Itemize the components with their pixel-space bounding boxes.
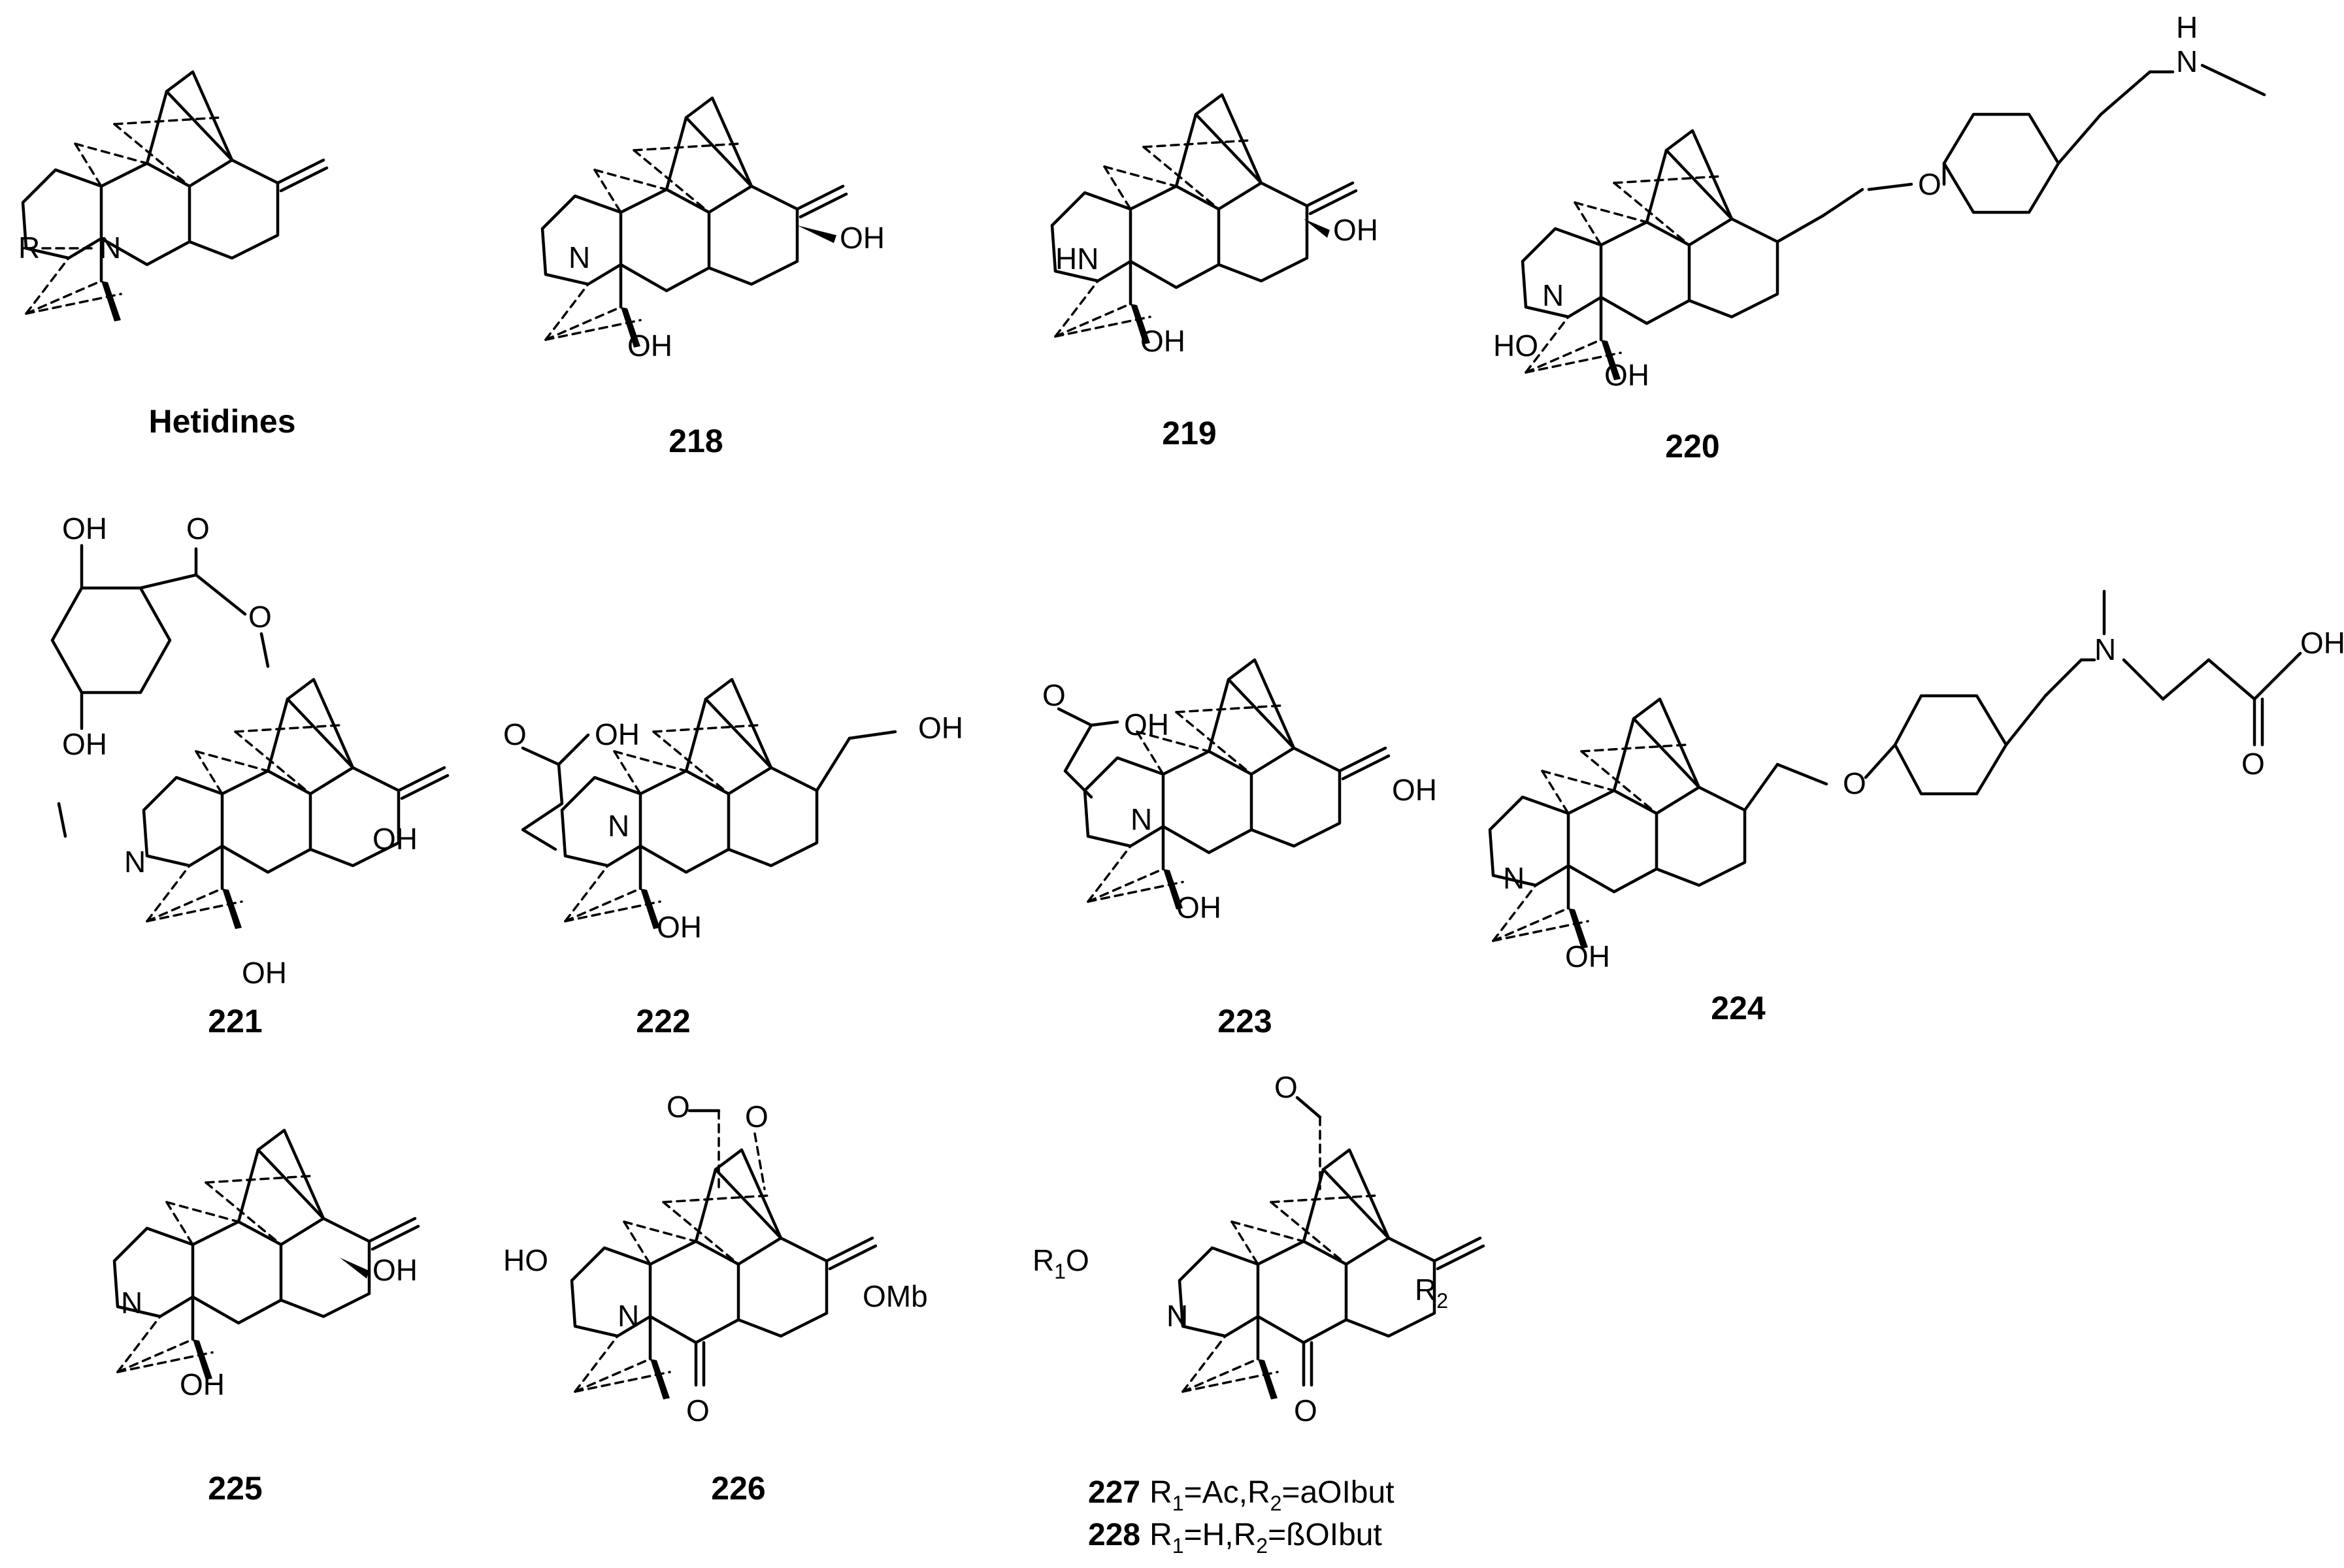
atom-o: O [745,1100,768,1134]
atom-n: N [2176,44,2198,78]
atom-h: H [2176,10,2198,44]
compound-221: OH OH O O N OH OH 221 [50,512,448,1039]
atom-o: O [1294,1394,1317,1428]
compound-hetidines: N R Hetidines [18,72,327,440]
atom-oh: OH [1124,708,1169,742]
atom-n: N [608,809,629,843]
atom-oh: OH [840,221,885,255]
atom-oh: OH [180,1367,225,1401]
compound-label: 220 [1665,428,1719,465]
atom-o: O [686,1394,710,1428]
atom-oh: OH [1333,213,1378,247]
atom-oh: OH [1176,890,1221,924]
atom-n: N [569,240,590,274]
atom-oh: OH [372,822,418,856]
atom-o: O [186,512,210,546]
atom-oh: OH [918,711,963,745]
atom-o: O [2241,747,2265,781]
atom-hn: HN [1055,242,1098,276]
atom-oh: OH [1565,939,1610,973]
compound-label: 222 [636,1003,690,1039]
atom-oh: OH [1604,358,1649,392]
compound-219: HN OH OH 219 [1052,95,1378,451]
atom-n: N [2094,632,2116,666]
atom-o: O [1918,167,1941,201]
compound-label: 223 [1217,1003,1272,1039]
compound-225: N OH OH 225 [114,1130,418,1507]
atom-r: R [18,231,40,265]
atom-n: N [121,1286,142,1320]
atom-oh: OH [627,329,672,363]
atom-o: O [1843,766,1866,800]
atom-oh: OH [372,1253,418,1287]
compound-223: O OH N OH OH 223 [1042,660,1437,1039]
atom-oh: OH [2300,626,2344,660]
compound-220: N HO OH O N H 220 [1493,10,2266,465]
atom-r1: R1O [1032,1243,1089,1283]
atom-o: O [503,717,527,751]
atom-oh: OH [595,717,640,751]
atom-n: N [1131,802,1152,836]
atom-o: O [1274,1070,1298,1104]
atom-oh: OH [1140,324,1185,358]
atom-n: N [124,845,146,879]
atom-n: N [99,231,121,265]
compound-label: 224 [1711,990,1766,1026]
atom-o: O [248,600,272,634]
atom-o: O [1042,678,1066,712]
compound-label: 221 [208,1003,262,1039]
atom-ho: HO [503,1243,548,1277]
atom-oh: OH [1392,773,1437,807]
compound-label: Hetidines [148,403,295,440]
compound-label: 225 [208,1470,262,1507]
atom-o: O [667,1090,690,1124]
compound-227: O R1O N R2 O [1032,1070,1483,1428]
atom-oh: OH [242,956,287,990]
compound-224: N OH O N OH O 224 [1490,589,2344,1026]
compound-222: O OH N OH OH 222 [503,679,963,1039]
compound-label: 218 [669,423,723,459]
atom-oh: OH [657,910,702,944]
atom-n: N [1503,861,1525,895]
atom-n: N [1166,1299,1188,1333]
atom-oh: OH [62,512,107,546]
compound-label: 219 [1162,415,1216,451]
atom-r2: R2 [1415,1273,1448,1313]
compound-226: O O HO N OMb O 226 [503,1090,928,1507]
atom-omb: OMb [863,1279,928,1313]
compound-label: 226 [711,1470,765,1507]
atom-n: N [618,1299,639,1333]
compound-218: N OH OH 218 [542,98,885,459]
atom-ho: HO [1493,329,1538,363]
atom-oh: OH [62,727,107,761]
atom-n: N [1542,278,1564,312]
